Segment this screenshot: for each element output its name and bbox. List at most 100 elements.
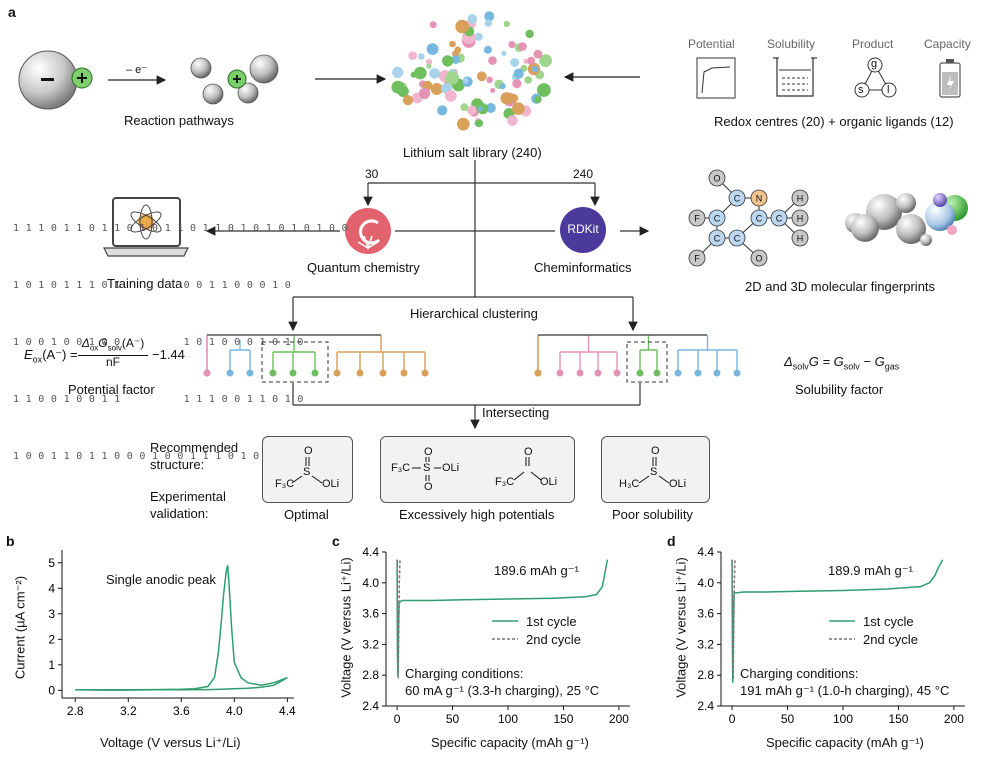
molecule-atom (728, 189, 746, 207)
library-dot (486, 76, 494, 84)
library-dot (425, 58, 433, 66)
intersecting-label: Intersecting (482, 405, 550, 420)
panel-c-series-2 (396, 559, 401, 680)
library-dot (499, 83, 506, 90)
panel-c-cond1: Charging conditions: (405, 666, 524, 681)
dendro-leaf (534, 369, 542, 377)
molecule-atom (750, 189, 768, 207)
prop-capacity: Capacity (924, 37, 971, 51)
dendro-leaf (733, 369, 741, 377)
dendro-leaf (269, 369, 277, 377)
panel-d-cond2: 191 mAh g⁻¹ (1.0-h charging), 45 °C (740, 683, 950, 698)
library-dot (474, 32, 483, 41)
dendro-leaf (576, 369, 584, 377)
library-dot (467, 14, 478, 24)
molecule-atom (708, 209, 726, 227)
poor-label: Poor solubility (612, 507, 693, 522)
poor-oli: OLi (669, 478, 687, 490)
library-dot (534, 96, 542, 104)
library-dot (513, 68, 524, 79)
panel-c-y-tick-label: 4.4 (362, 545, 379, 559)
molecule-atom-label: C (734, 234, 741, 244)
library-dot (488, 56, 497, 65)
training-data-label: Training data (107, 276, 183, 291)
prop-potential: Potential (688, 37, 735, 51)
panel-c-ylabel: Voltage (V versus Li⁺/Li) (338, 557, 354, 698)
library-dot (539, 54, 552, 67)
library-dot (525, 29, 534, 39)
panel-c-cond2: 60 mA g⁻¹ (3.3-h charging), 25 °C (405, 683, 600, 698)
panel-c-legend-1: 1st cycle (526, 614, 577, 629)
molecule-atom-label: F (694, 214, 700, 224)
product-s: s (858, 84, 864, 96)
library-dot (397, 85, 409, 98)
molecule-atom-label: N (756, 194, 763, 204)
library-dot (524, 76, 532, 84)
library-dot (456, 117, 470, 131)
ex2-f3c: F₃C (495, 476, 515, 488)
panel-d-y-tick-label: 2.4 (697, 699, 714, 713)
panel-d-legend-1: 1st cycle (863, 614, 914, 629)
molecule-atom-label: O (755, 254, 762, 264)
panel-c-legend-2: 2nd cycle (526, 632, 581, 647)
panel-b-y-tick-label: 1 (48, 658, 55, 672)
library-dot (402, 95, 414, 106)
molecule-atom (708, 169, 726, 187)
electron-loss-label: – e⁻ (126, 64, 148, 76)
panel-d-x-tick-label: 200 (944, 712, 964, 726)
dendrograms (203, 334, 741, 383)
library-dot (437, 105, 448, 116)
dendro-leaf (246, 369, 254, 377)
panel-c-y-tick-label: 3.6 (362, 607, 379, 621)
library-dot (418, 53, 425, 60)
molecule-atom-label: C (714, 234, 721, 244)
panel-b-annotation: Single anodic peak (106, 572, 216, 587)
library-dot (467, 105, 477, 115)
panel-c-x-tick-label: 150 (553, 712, 573, 726)
molecule-atom (791, 229, 809, 247)
ex1-o1: O (424, 446, 433, 458)
quantum-chemistry-logo (345, 208, 391, 254)
optimal-structure-box (262, 436, 353, 503)
panel-d-y-tick-label: 4.0 (697, 576, 714, 590)
molecule-atom (708, 229, 726, 247)
panel-b-series-2 (75, 676, 288, 691)
panel-d-y-tick-label: 4.4 (697, 545, 714, 559)
ex2-o: O (524, 446, 533, 458)
molecule-atom-label: C (756, 214, 763, 224)
panel-d-y-tick-label: 3.2 (697, 637, 714, 651)
dendro-leaf (379, 369, 387, 377)
molecule-atom (750, 249, 768, 267)
panel-d-letter: d (667, 533, 676, 549)
hierarchical-clustering-label: Hierarchical clustering (410, 306, 538, 321)
panel-c-x-tick-label: 50 (446, 712, 460, 726)
library-dot (484, 11, 495, 22)
library-dot (510, 58, 520, 67)
fingerprint-label: 2D and 3D molecular fingerprints (745, 279, 936, 294)
dendro-leaf (674, 369, 682, 377)
poor-s: S (650, 466, 658, 478)
library-dot (475, 119, 484, 128)
library-dot (449, 40, 456, 48)
reaction-pathways-label: Reaction pathways (124, 113, 234, 128)
molecule-atom-label: H (797, 234, 804, 244)
opt-o: O (304, 445, 313, 457)
panel-c-x-tick-label: 100 (498, 712, 518, 726)
rdkit-logo-text: RDKit (567, 222, 599, 236)
dendro-leaf (636, 369, 644, 377)
rdkit-logo (560, 207, 606, 253)
ex1-o2: O (424, 481, 433, 493)
library-dot (426, 63, 432, 69)
molecule-atom (688, 209, 706, 227)
high-potential-structure-box (380, 436, 575, 503)
panel-b-y-tick-label: 0 (48, 683, 55, 697)
dendro-leaf (653, 369, 661, 377)
molecule-atom-label: H (797, 214, 804, 224)
panel-d-x-tick-label: 150 (888, 712, 908, 726)
dendro-leaf (594, 369, 602, 377)
dendro-leaf (226, 369, 234, 377)
panel-b-x-tick-label: 2.8 (67, 704, 84, 718)
library-dot (508, 41, 516, 49)
